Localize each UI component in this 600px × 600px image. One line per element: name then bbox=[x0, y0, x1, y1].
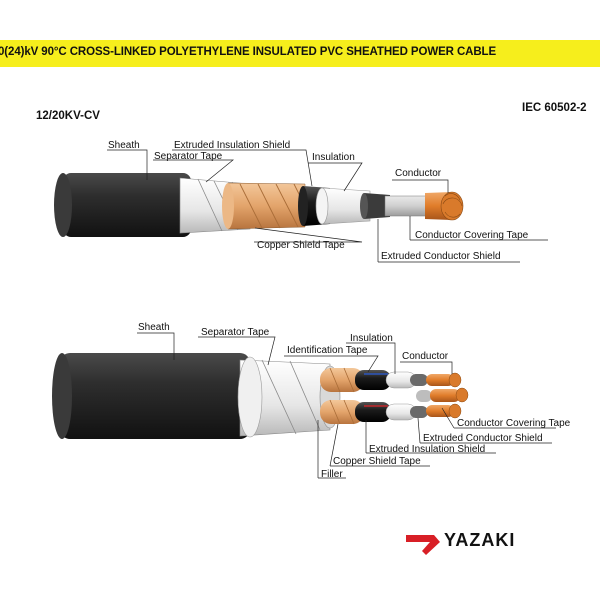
three-sheath-end bbox=[52, 353, 72, 439]
three-conductor-3 bbox=[426, 405, 454, 417]
single-conductor-strands bbox=[442, 193, 463, 218]
single-leader-lines bbox=[107, 149, 548, 263]
three-label-separator-tape: Separator Tape bbox=[201, 327, 270, 338]
three-conductor-face-2 bbox=[455, 387, 469, 403]
three-label-sheath: Sheath bbox=[138, 322, 170, 333]
single-sheath-end bbox=[54, 173, 72, 237]
three-label-insulation: Insulation bbox=[350, 333, 393, 344]
page-title: 0(24)kV 90°C CROSS-LINKED POLYETHYLENE I… bbox=[0, 46, 497, 58]
three-conductor-1 bbox=[426, 374, 454, 386]
single-label-insulation: Insulation bbox=[312, 152, 355, 163]
single-core-cable bbox=[54, 149, 548, 263]
three-label-conductor: Conductor bbox=[402, 351, 449, 362]
single-conductor-face bbox=[440, 191, 464, 221]
single-label-conductor: Conductor bbox=[395, 168, 442, 179]
three-conductor-face-1 bbox=[448, 372, 462, 388]
single-label-separator-tape: Separator Tape bbox=[154, 151, 223, 162]
single-label-covering-tape: Conductor Covering Tape bbox=[415, 230, 529, 241]
three-label-id-tape: Identification Tape bbox=[287, 345, 368, 356]
single-covering-tape bbox=[384, 195, 431, 217]
three-sheath bbox=[60, 353, 250, 439]
title-banner: 0(24)kV 90°C CROSS-LINKED POLYETHYLENE I… bbox=[0, 40, 600, 67]
single-insulation-edge bbox=[315, 187, 329, 225]
three-conductor-shield-upper bbox=[410, 374, 428, 386]
three-label-covering-tape: Conductor Covering Tape bbox=[457, 418, 571, 429]
single-label-sheath: Sheath bbox=[108, 140, 140, 151]
single-label-copper-tape: Copper Shield Tape bbox=[257, 240, 345, 251]
single-copper-tape-wraps bbox=[239, 183, 306, 229]
single-conductor-shield-edge bbox=[360, 193, 368, 219]
three-label-copper-tape: Copper Shield Tape bbox=[333, 456, 421, 467]
three-copper-wraps bbox=[329, 367, 355, 425]
single-sheath bbox=[63, 173, 191, 237]
yazaki-brand-text: YAZAKI bbox=[444, 530, 516, 550]
three-copper-tape-upper bbox=[320, 368, 364, 392]
three-insulation-shield-lower bbox=[355, 402, 391, 422]
yazaki-logo: YAZAKI bbox=[404, 527, 544, 557]
three-label-filler: Filler bbox=[321, 469, 343, 480]
three-conductor-2 bbox=[430, 389, 460, 402]
three-copper-tape-lower bbox=[320, 400, 364, 424]
three-conductor-shield-lower bbox=[410, 406, 428, 418]
three-core-cable bbox=[52, 332, 556, 479]
single-insulation-shield-edge bbox=[298, 186, 308, 226]
three-label-conductor-shield: Extruded Conductor Shield bbox=[423, 433, 543, 444]
yazaki-logo-mark-icon bbox=[406, 535, 440, 555]
three-covering-tape-mid bbox=[416, 390, 432, 402]
single-conductor-shield bbox=[364, 193, 390, 219]
three-label-insulation-shield: Extruded Insulation Shield bbox=[369, 444, 486, 455]
single-copper-tape bbox=[227, 182, 306, 230]
three-leader-lines bbox=[137, 332, 556, 479]
cable-type-label: 12/20KV-CV bbox=[36, 110, 100, 122]
three-conductor-face-3 bbox=[448, 403, 462, 419]
single-label-insulation-shield: Extruded Insulation Shield bbox=[174, 140, 291, 151]
three-separator-edge bbox=[237, 356, 263, 438]
single-copper-edge bbox=[222, 183, 234, 229]
three-insulation-shield-upper bbox=[355, 370, 391, 390]
three-separator-spiral bbox=[261, 359, 321, 435]
standard-label: IEC 60502-2 bbox=[522, 102, 587, 114]
single-label-conductor-shield: Extruded Conductor Shield bbox=[381, 251, 501, 262]
